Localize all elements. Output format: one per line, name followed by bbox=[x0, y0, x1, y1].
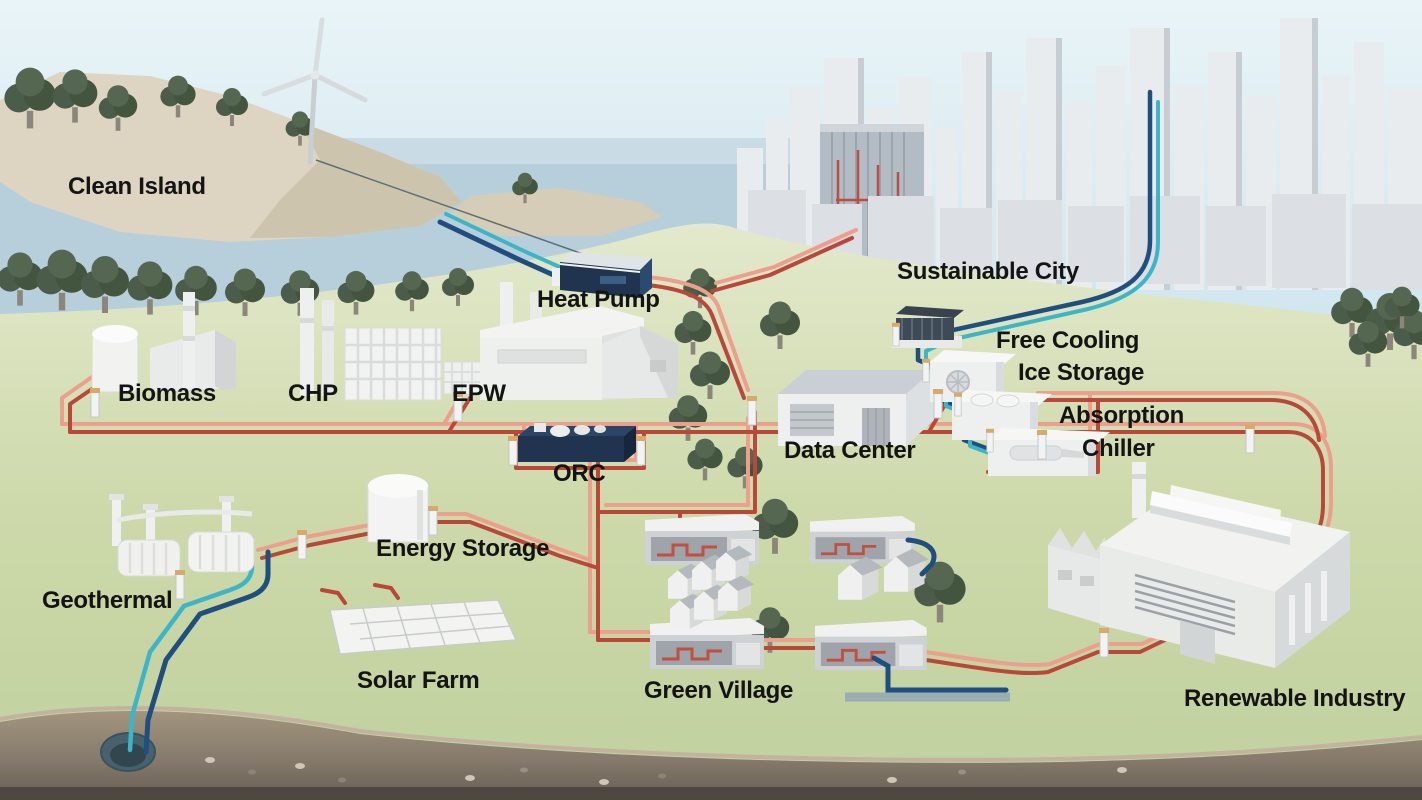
chp-plant bbox=[300, 288, 485, 401]
label-data-center: Data Center bbox=[784, 437, 916, 464]
renewable-industry-factory bbox=[1048, 462, 1350, 668]
pebbles bbox=[205, 757, 1127, 785]
label-chp: CHP bbox=[288, 380, 338, 407]
biomass-plant bbox=[91, 292, 236, 393]
label-green-village: Green Village bbox=[644, 677, 794, 704]
label-absorption: Absorption bbox=[1059, 402, 1184, 429]
energy-storage-tank bbox=[367, 474, 429, 543]
data-center-building bbox=[778, 370, 934, 446]
label-heat-pump: Heat Pump bbox=[537, 286, 660, 313]
label-clean-island: Clean Island bbox=[68, 173, 206, 200]
label-free-cooling: Free Cooling bbox=[996, 327, 1140, 354]
heat-pump-unit bbox=[552, 252, 652, 298]
orc-unit bbox=[518, 423, 636, 462]
island-illustration bbox=[0, 67, 662, 242]
label-energy-storage: Energy Storage bbox=[376, 535, 550, 562]
earth-cross-section bbox=[0, 705, 1422, 800]
label-solar-farm: Solar Farm bbox=[357, 667, 480, 694]
green-village-buildings bbox=[643, 512, 1010, 702]
label-epw: EPW bbox=[452, 380, 506, 407]
label-geothermal: Geothermal bbox=[42, 587, 173, 614]
geothermal-plant bbox=[109, 494, 255, 577]
trees bbox=[0, 159, 1422, 653]
cooling-units bbox=[892, 306, 1110, 476]
label-biomass: Biomass bbox=[118, 380, 216, 407]
label-chiller: Chiller bbox=[1082, 435, 1155, 462]
label-orc: ORC bbox=[553, 460, 606, 487]
island-power-cable bbox=[315, 159, 601, 261]
label-renewable-industry: Renewable Industry bbox=[1184, 685, 1406, 712]
solar-farm-array bbox=[329, 599, 518, 655]
label-sustainable-city: Sustainable City bbox=[897, 258, 1079, 285]
wind-turbine bbox=[261, 17, 368, 165]
epw-plant bbox=[480, 282, 678, 400]
label-ice-storage: Ice Storage bbox=[1018, 359, 1145, 386]
